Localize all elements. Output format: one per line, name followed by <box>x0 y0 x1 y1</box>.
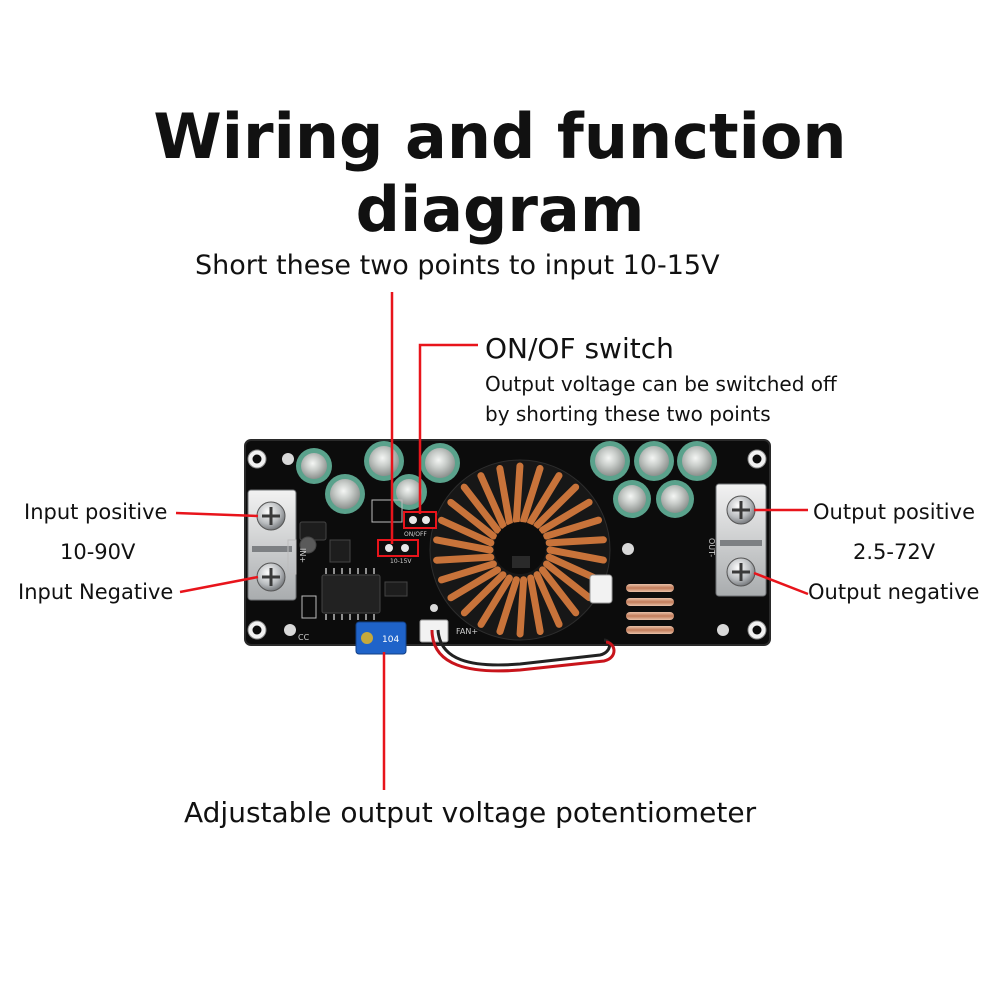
short-points-note: Short these two points to input 10-15V <box>195 250 720 281</box>
toroidal-inductor <box>429 459 611 641</box>
output-negative-label: Output negative <box>808 580 980 604</box>
smd-components <box>299 521 408 614</box>
pointer-onoff <box>418 343 478 514</box>
coil-winding <box>520 464 544 524</box>
pointer-input-positive <box>175 511 259 518</box>
coil-winding <box>543 516 603 540</box>
pointer-input-negative <box>179 575 259 594</box>
coil-winding <box>538 498 593 534</box>
coil-winding <box>460 571 507 617</box>
coil-winding <box>437 516 495 547</box>
coil-winding <box>527 574 544 636</box>
jumper-a-marking: 10-15V <box>390 558 412 565</box>
coil-winding <box>512 462 524 524</box>
in-terminal-marking: IN+ <box>298 548 307 563</box>
coil-winding <box>477 472 507 529</box>
coil-winding <box>527 472 563 526</box>
coil-winding <box>538 566 580 617</box>
ic-pins <box>325 568 375 620</box>
output-positive-label: Output positive <box>813 500 975 524</box>
heatsink-fins <box>626 584 674 634</box>
coil-winding <box>545 536 607 547</box>
coil-winding <box>543 560 593 602</box>
pointer-output-negative <box>753 571 809 596</box>
potentiometer-label: Adjustable output voltage potentiometer <box>184 796 757 829</box>
input-positive-label: Input positive <box>24 500 168 524</box>
coil-winding <box>546 546 607 564</box>
coil-winding <box>477 574 513 628</box>
potentiometer <box>355 621 407 655</box>
coil-winding <box>516 576 528 638</box>
pot-code-marking: 104 <box>382 635 399 645</box>
coil-winding <box>533 483 580 529</box>
coil-winding <box>447 566 502 602</box>
mounting-holes <box>247 449 767 640</box>
coil-winding <box>496 576 520 636</box>
fan-marking: FAN+ <box>456 627 478 636</box>
coil-winding <box>433 536 494 554</box>
jumper-pads-10-15v <box>377 539 419 557</box>
silkscreen <box>287 499 403 619</box>
input-negative-label: Input Negative <box>18 580 174 604</box>
diagram-title: Wiring and function diagram <box>153 100 847 246</box>
coil-winding <box>433 553 495 564</box>
coil-winding <box>533 571 563 628</box>
onoff-switch-title: ON/OF switch <box>485 332 674 365</box>
pcb-edge <box>244 439 771 646</box>
onoff-desc-line2: by shorting these two points <box>485 402 771 426</box>
output-terminal-block <box>715 483 767 597</box>
jumper-pads-onoff <box>403 511 437 529</box>
coil-winding <box>437 560 497 584</box>
out-terminal-marking: OUT- <box>707 538 716 557</box>
coil-winding <box>447 498 497 540</box>
coil-winding <box>496 464 513 526</box>
electrolytic-capacitors <box>296 441 717 518</box>
jumper-b-marking: ON/OFF <box>404 531 427 538</box>
coil-winding <box>460 483 502 534</box>
fan-wire-red <box>430 629 616 673</box>
input-terminal-block <box>247 489 297 601</box>
output-range-label: 2.5-72V <box>853 540 936 564</box>
input-range-label: 10-90V <box>60 540 136 564</box>
cc-marking: CC <box>298 633 310 642</box>
onoff-desc-line1: Output voltage can be switched off <box>485 372 837 396</box>
pointer-lines <box>175 292 809 790</box>
